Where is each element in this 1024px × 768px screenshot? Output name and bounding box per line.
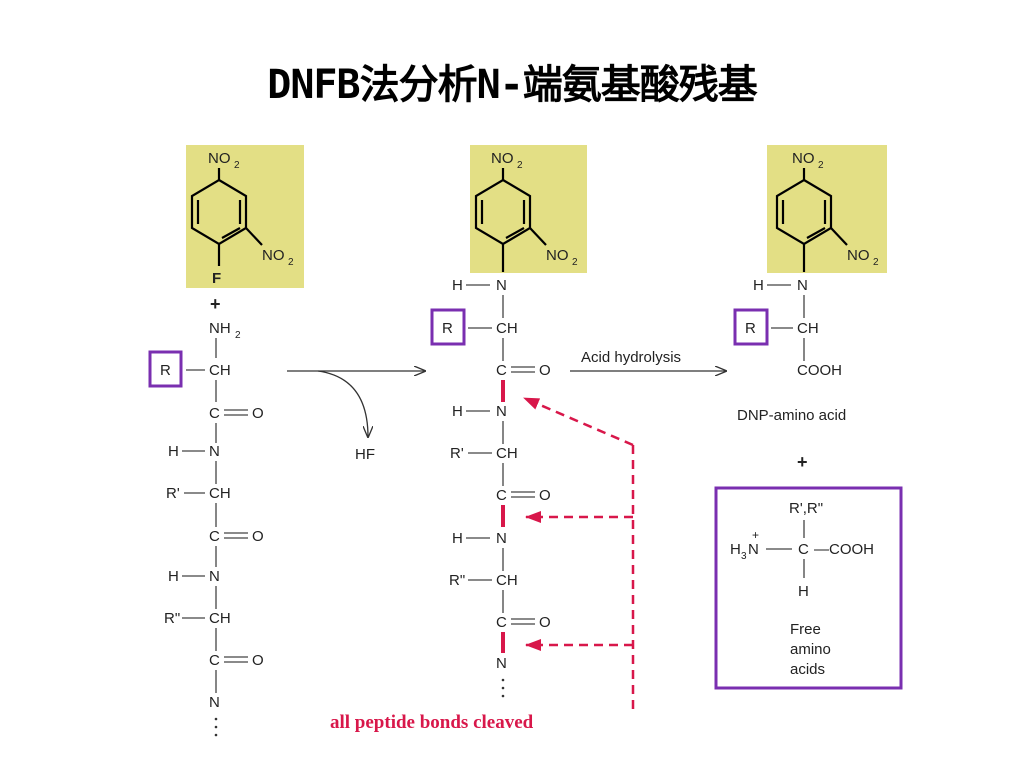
r-group-highlight-box: [733, 308, 769, 346]
svg-text:C: C: [496, 614, 507, 631]
plus-sign: +: [797, 452, 808, 472]
svg-text:2: 2: [873, 257, 879, 268]
reaction-arrow-1: HF: [287, 371, 425, 463]
subscript-2: 2: [288, 257, 294, 268]
r-group-highlight-box: [148, 350, 183, 388]
r-group-label: R: [160, 362, 171, 379]
svg-text:2: 2: [517, 160, 523, 171]
acid-hydrolysis-label: Acid hydrolysis: [581, 349, 681, 366]
dnp-peptide: NO 2 NO 2 H N R CH C O H N R' CH C: [430, 145, 587, 698]
slide-title: DNFB法分析N-端氨基酸残基: [267, 62, 758, 108]
svg-text:2: 2: [818, 160, 824, 171]
svg-text:N: N: [496, 530, 507, 547]
svg-text:CH: CH: [797, 320, 819, 337]
dnfb-reagent: NO 2 NO 2 F: [186, 145, 304, 288]
svg-text:C: C: [209, 405, 220, 422]
svg-text:—COOH: —COOH: [814, 541, 874, 558]
svg-text:N: N: [496, 655, 507, 672]
svg-text:C: C: [798, 541, 809, 558]
r-group-highlight-box: [430, 308, 466, 346]
svg-text:H: H: [168, 443, 179, 460]
svg-text:NO: NO: [546, 247, 569, 264]
subscript-2: 2: [234, 160, 240, 171]
dnp-amino-acid-label: DNP-amino acid: [737, 407, 846, 424]
svg-text:N: N: [209, 568, 220, 585]
all-bonds-cleaved-caption: all peptide bonds cleaved: [330, 712, 534, 733]
reaction-arrow-2: Acid hydrolysis: [570, 349, 726, 371]
svg-text:2: 2: [572, 257, 578, 268]
free-amino-acids-frame: [714, 486, 903, 690]
free-amino-acids-box: R',R" H 3 N + C —COOH H Free amino acids: [714, 486, 903, 690]
svg-text:R": R": [449, 572, 465, 589]
svg-text:R": R": [164, 610, 180, 627]
svg-text:H: H: [730, 541, 741, 558]
amino-group-label: NH: [209, 320, 231, 337]
svg-text:H: H: [168, 568, 179, 585]
svg-text:H: H: [452, 277, 463, 294]
dnp-highlight-background: [767, 145, 887, 273]
free-amino-acids-label: Free: [790, 621, 821, 638]
svg-text:R: R: [745, 320, 756, 337]
svg-text:O: O: [252, 528, 264, 545]
svg-text:O: O: [539, 362, 551, 379]
nitro-group-label: NO: [208, 150, 231, 167]
svg-text:N: N: [748, 541, 759, 558]
svg-text:C: C: [209, 652, 220, 669]
svg-text:N: N: [496, 277, 507, 294]
svg-text:O: O: [539, 614, 551, 631]
svg-text:C: C: [209, 528, 220, 545]
dnp-amino-acid: NO 2 NO 2 H N R CH COOH DNP-amino acid: [733, 145, 887, 424]
nitro-group-label: NO: [262, 247, 285, 264]
svg-text:N: N: [209, 443, 220, 460]
svg-text:CH: CH: [209, 485, 231, 502]
dnp-highlight-background: [470, 145, 587, 273]
svg-text:COOH: COOH: [797, 362, 842, 379]
svg-text:CH: CH: [496, 572, 518, 589]
svg-text:O: O: [252, 405, 264, 422]
svg-text:R',R": R',R": [789, 500, 823, 517]
svg-text:C: C: [496, 362, 507, 379]
svg-text:R': R': [450, 445, 464, 462]
svg-text:H: H: [452, 530, 463, 547]
svg-text:N: N: [209, 694, 220, 711]
svg-text:CH: CH: [496, 320, 518, 337]
peptide-chain: NH 2 R CH C O H N R' CH C O H N R" CH C: [148, 320, 264, 737]
svg-text:N: N: [797, 277, 808, 294]
svg-text:NO: NO: [491, 150, 514, 167]
plus-sign: +: [210, 294, 221, 314]
svg-text:+: +: [752, 528, 759, 542]
svg-text:H: H: [452, 403, 463, 420]
svg-text:NO: NO: [792, 150, 815, 167]
svg-text:amino: amino: [790, 641, 831, 658]
svg-text:3: 3: [741, 551, 747, 562]
hf-byproduct-label: HF: [355, 446, 375, 463]
svg-text:C: C: [496, 487, 507, 504]
svg-text:NO: NO: [847, 247, 870, 264]
svg-text:O: O: [539, 487, 551, 504]
svg-text:CH: CH: [496, 445, 518, 462]
svg-text:R: R: [442, 320, 453, 337]
svg-text:H: H: [753, 277, 764, 294]
cleavage-arrows: all peptide bonds cleaved: [330, 396, 635, 733]
fluorine-label: F: [212, 270, 221, 287]
svg-text:H: H: [798, 583, 809, 600]
svg-text:acids: acids: [790, 661, 825, 678]
svg-text:2: 2: [235, 330, 241, 341]
svg-text:N: N: [496, 403, 507, 420]
svg-text:R': R': [166, 485, 180, 502]
svg-text:CH: CH: [209, 610, 231, 627]
svg-text:O: O: [252, 652, 264, 669]
svg-text:CH: CH: [209, 362, 231, 379]
